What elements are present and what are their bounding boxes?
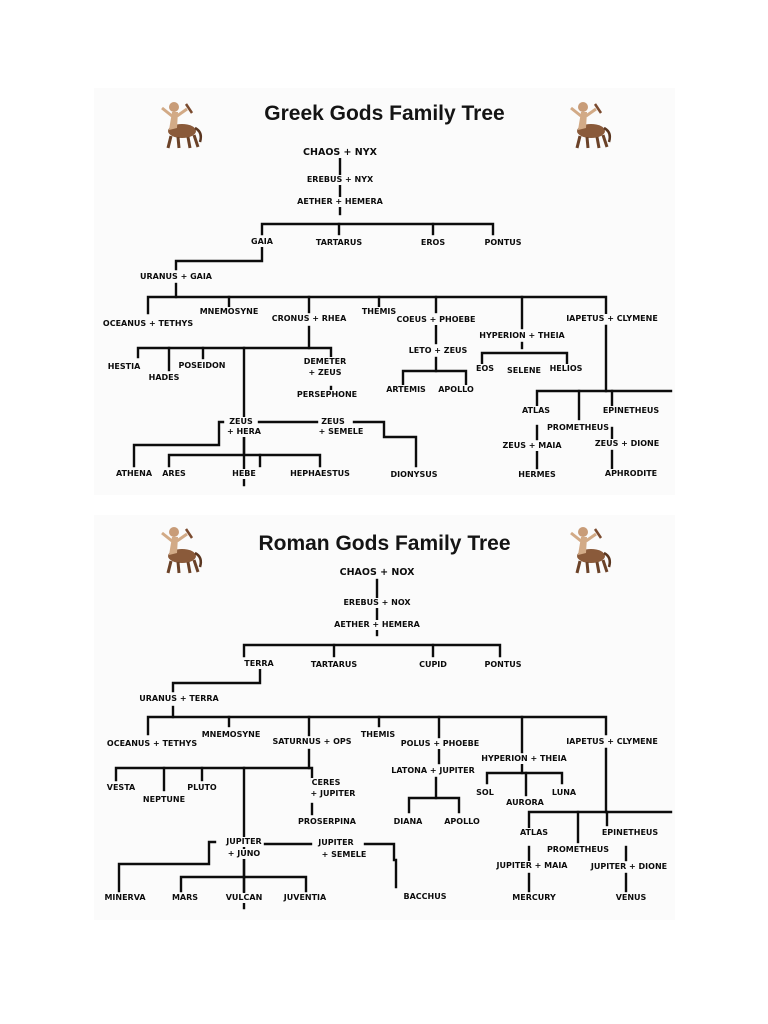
node-iapetus-clymene: IAPETUS + CLYMENE — [565, 314, 659, 324]
greek-family-tree: Greek Gods Family Tree CHAOS + NYX EREBU… — [94, 88, 675, 495]
node-tartarus: TARTARUS — [314, 238, 364, 248]
node-helios: HELIOS — [548, 364, 584, 374]
node-demeter: DEMETER — [302, 357, 348, 367]
node-venus: VENUS — [614, 893, 648, 903]
node-pontus: PONTUS — [483, 660, 523, 670]
node-uranus-gaia: URANUS + GAIA — [139, 272, 213, 282]
node-chaos-nyx: CHAOS + NYX — [302, 147, 378, 158]
node-aether-hemera: AETHER + HEMERA — [296, 197, 384, 207]
node-zeus-semele-spouse: + SEMELE — [317, 427, 365, 437]
node-artemis: ARTEMIS — [385, 385, 427, 395]
node-sol: SOL — [475, 788, 495, 798]
node-zeus-hera: ZEUS — [228, 417, 254, 427]
node-prometheus: PROMETHEUS — [545, 845, 611, 855]
node-mnemosyne: MNEMOSYNE — [198, 307, 260, 317]
node-iapetus-clymene: IAPETUS + CLYMENE — [565, 737, 659, 747]
node-neptune: NEPTUNE — [141, 795, 187, 805]
node-jupiter-maia: JUPITER + MAIA — [495, 861, 569, 871]
node-poseidon: POSEIDON — [177, 361, 227, 371]
node-hyperion-theia: HYPERION + THEIA — [480, 754, 568, 764]
node-vesta: VESTA — [105, 783, 137, 793]
node-hyperion-theia: HYPERION + THEIA — [478, 331, 566, 341]
node-hades: HADES — [147, 373, 181, 383]
node-themis: THEMIS — [359, 730, 397, 740]
node-jupiter-juno-spouse: + JUNO — [226, 849, 262, 859]
node-demeter-zeus: + ZEUS — [307, 368, 343, 378]
node-mercury: MERCURY — [511, 893, 557, 903]
node-epimetheus: EPINETHEUS — [600, 828, 660, 838]
node-aphrodite: APHRODITE — [603, 469, 659, 479]
node-minerva: MINERVA — [103, 893, 147, 903]
node-oceanus-tethys: OCEANUS + TETHYS — [105, 739, 199, 749]
node-leto-zeus: LETO + ZEUS — [407, 346, 469, 356]
node-cronus-rhea: CRONUS + RHEA — [270, 314, 348, 324]
node-athena: ATHENA — [114, 469, 154, 479]
node-tartarus: TARTARUS — [309, 660, 359, 670]
node-dionysus: DIONYSUS — [389, 470, 439, 480]
node-ares: ARES — [161, 469, 187, 479]
node-hestia: HESTIA — [106, 362, 142, 372]
node-aurora: AURORA — [505, 798, 545, 808]
node-apollo: APOLLO — [437, 385, 475, 395]
node-pluto: PLUTO — [186, 783, 218, 793]
node-terra: TERRA — [243, 659, 275, 669]
node-aether-hemera: AETHER + HEMERA — [333, 620, 421, 630]
node-zeus-semele: ZEUS — [320, 417, 346, 427]
node-epimetheus: EPINETHEUS — [601, 406, 661, 416]
node-saturnus-ops: SATURNUS + OPS — [271, 737, 353, 747]
node-vulcan: VULCAN — [224, 893, 264, 903]
node-selene: SELENE — [506, 366, 542, 376]
node-zeus-hera-spouse: + HERA — [226, 427, 262, 437]
node-eos: EOS — [474, 364, 496, 374]
node-hebe: HEBE — [231, 469, 257, 479]
node-jupiter-semele: JUPITER — [317, 838, 355, 848]
greek-title: Greek Gods Family Tree — [264, 102, 505, 125]
node-diana: DIANA — [392, 817, 424, 827]
node-pontus: PONTUS — [483, 238, 523, 248]
node-erebus-nox: EREBUS + NOX — [342, 598, 412, 608]
node-ceres: CERES — [310, 778, 342, 788]
node-atlas: ATLAS — [520, 406, 552, 416]
node-cupid: CUPID — [418, 660, 448, 670]
node-gaia: GAIA — [250, 237, 274, 247]
node-erebus-nyx: EREBUS + NYX — [305, 175, 375, 185]
node-eros: EROS — [419, 238, 447, 248]
node-zeus-dione: ZEUS + DIONE — [593, 439, 661, 449]
centaur-icon — [570, 102, 612, 149]
node-mars: MARS — [170, 893, 200, 903]
node-polus-phoebe: POLUS + PHOEBE — [399, 739, 481, 749]
greek-tree-connectors — [132, 156, 673, 487]
node-proserpina: PROSERPINA — [297, 817, 357, 827]
node-latona-jupiter: LATONA + JUPITER — [390, 766, 476, 776]
node-hephaestus: HEPHAESTUS — [289, 469, 351, 479]
node-themis: THEMIS — [360, 307, 398, 317]
node-persephone: PERSEPHONE — [295, 390, 359, 400]
node-bacchus: BACCHUS — [402, 892, 448, 902]
centaur-icon — [161, 102, 203, 149]
centaur-icon — [570, 527, 612, 574]
centaur-icon — [161, 527, 203, 574]
node-prometheus: PROMETHEUS — [545, 423, 611, 433]
node-luna: LUNA — [550, 788, 578, 798]
node-chaos-nox: CHAOS + NOX — [338, 567, 416, 578]
node-atlas: ATLAS — [518, 828, 550, 838]
node-jupiter-semele-spouse: + SEMELE — [320, 850, 368, 860]
node-zeus-maia: ZEUS + MAIA — [501, 441, 563, 451]
roman-family-tree: Roman Gods Family Tree CHAOS + NOX EREBU… — [94, 515, 675, 920]
roman-title: Roman Gods Family Tree — [258, 532, 511, 555]
node-jupiter-dione: JUPITER + DIONE — [589, 862, 669, 872]
node-oceanus-tethys: OCEANUS + TETHYS — [101, 319, 195, 329]
node-uranus-terra: URANUS + TERRA — [138, 694, 220, 704]
node-juventia: JUVENTIA — [282, 893, 328, 903]
node-mnemosyne: MNEMOSYNE — [200, 730, 262, 740]
node-ceres-jupiter: + JUPITER — [309, 789, 357, 799]
node-apollo: APOLLO — [443, 817, 481, 827]
node-hermes: HERMES — [517, 470, 557, 480]
node-jupiter-juno: JUPITER — [225, 837, 263, 847]
node-coeus-phoebe: COEUS + PHOEBE — [395, 315, 477, 325]
